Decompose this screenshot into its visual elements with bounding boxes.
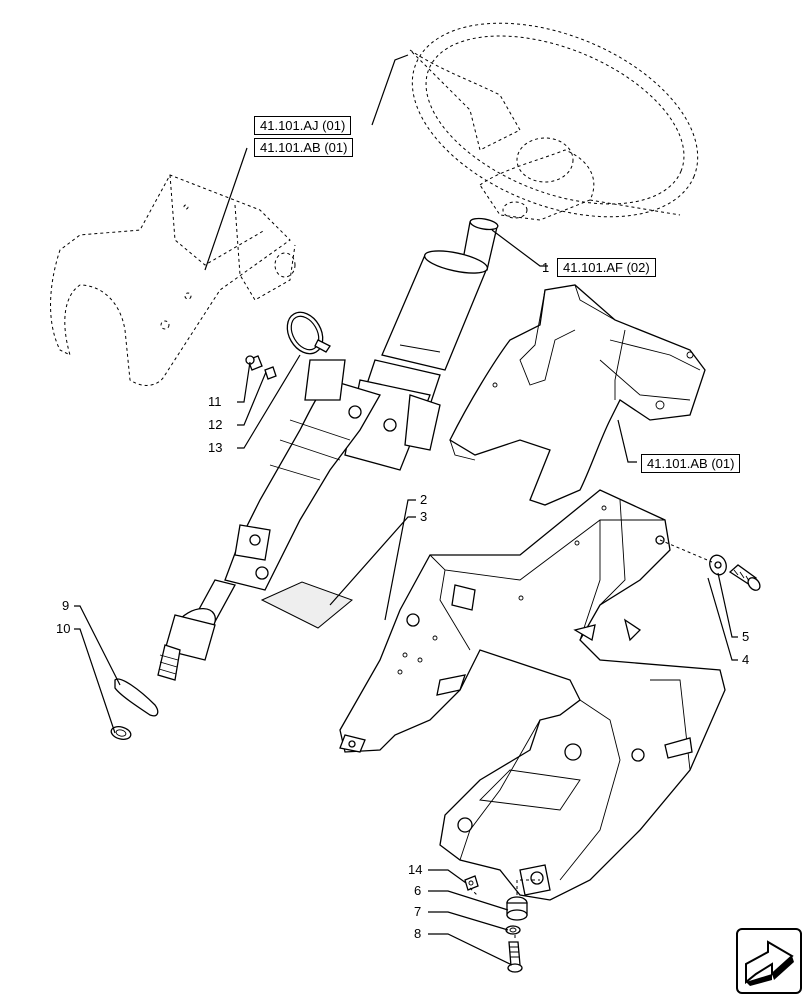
ring-clip <box>286 311 331 355</box>
washer-bolt-4-5 <box>709 554 761 591</box>
leader-lines <box>74 54 738 966</box>
callout-12: 12 <box>208 417 223 432</box>
callout-6: 6 <box>414 883 422 898</box>
lower-cover <box>449 284 706 506</box>
callout-2: 2 <box>420 492 428 507</box>
lower-hardware <box>464 875 528 973</box>
ref-upper-cover[interactable]: 41.101.AB (01) <box>254 138 354 157</box>
callout-7: 7 <box>414 904 422 919</box>
small-screws <box>245 355 277 380</box>
callout-4: 4 <box>742 652 750 667</box>
insulation-plate <box>260 581 353 629</box>
callout-1: 1 <box>542 260 550 275</box>
callout-10: 10 <box>56 621 71 636</box>
callout-8: 8 <box>414 926 422 941</box>
support-frame <box>339 489 726 901</box>
callout-3: 3 <box>420 509 428 524</box>
ref-lower-cover[interactable]: 41.101.AB (01) <box>641 454 741 473</box>
washers-9-10 <box>110 678 159 740</box>
steering-column <box>157 217 499 681</box>
alignment-lines <box>469 539 713 940</box>
next-page-arrow-icon[interactable] <box>736 928 802 994</box>
ref-steering-column[interactable]: 41.101.AF (02) <box>557 258 656 277</box>
ref-steering-wheel[interactable]: 41.101.AJ (01) <box>254 116 352 135</box>
callout-9: 9 <box>62 598 70 613</box>
callout-13: 13 <box>208 440 223 455</box>
callout-5: 5 <box>742 629 750 644</box>
upper-cover-outline <box>50 174 296 386</box>
callout-11: 11 <box>208 394 222 409</box>
steering-wheel-outline <box>409 22 699 221</box>
callout-14: 14 <box>408 862 423 877</box>
